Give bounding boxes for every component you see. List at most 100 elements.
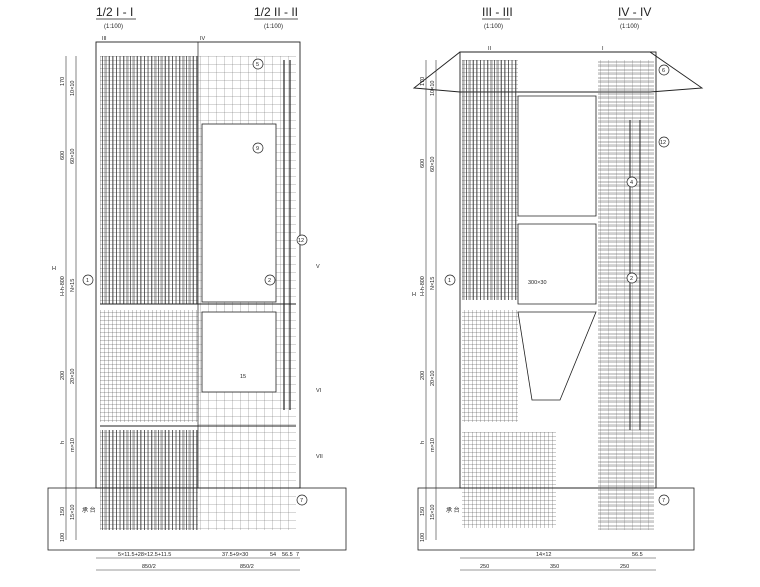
right-dim-bottom-3: 250 [620,564,629,570]
right-marker-1 [444,274,456,286]
right-dim-bottom-2: 350 [550,564,559,570]
right-dim-10x10: 10×10 [430,81,436,96]
left-footing [47,487,347,551]
right-label-h: H [412,292,416,298]
left-scale-right: (1:100) [264,24,283,30]
left-cut-vii: VII [316,454,323,460]
right-marker-6 [658,64,670,76]
left-dim-15x10: 15×10 [70,505,76,520]
left-dim-mx10: m×10 [70,438,76,452]
right-dense-rebar-mid [462,310,518,422]
right-dim-h: h [420,441,426,444]
right-top-cut-right: I [602,46,604,52]
right-title-left: III - III [482,5,513,19]
left-marker-1 [82,274,94,286]
left-dim-bottom-4: 56.5 [282,552,293,558]
right-title-right: IV - IV [618,5,651,19]
left-markers: 1 2 5 9 12 7 [82,58,308,506]
right-cap [412,51,704,93]
right-dim-nx15: N×15 [430,277,436,290]
right-marker-1-label: 1 [448,278,451,284]
right-sheet: III - III (1:100) IV - IV (1:100) 承 台 17… [412,5,704,571]
right-dim-mx10: m×10 [430,438,436,452]
left-sheet: 1/2 I - I (1:100) 1/2 II - II (1:100) 承 … [47,5,347,571]
right-markers: 1 2 4 6 12 7 [444,64,670,506]
right-scale-right: (1:100) [620,24,639,30]
right-dim-170: 170 [420,77,426,86]
left-dim-bottom-2: 37.5+9×30 [222,552,248,558]
right-dim-60x10: 60×10 [430,157,436,172]
left-cut-vi: VI [316,388,322,394]
left-marker-5-label: 5 [256,62,259,68]
left-dim-labels: 170 10×10 600 60×10 H-h-800 N×15 200 20×… [60,77,76,542]
right-dim-hh800: H-h-800 [420,276,426,296]
right-top-cut-left: II [488,46,492,52]
right-chamfer-label: 300×30 [528,280,547,286]
right-hollow-lower [517,311,597,401]
right-dim-bottom-1: 250 [480,564,489,570]
left-marker-12-label: 12 [298,238,304,244]
left-top-cut-left: III [102,36,107,42]
left-title-left: 1/2 I - I [96,5,133,19]
left-dim-bottom-7: 850/2 [240,564,254,570]
right-dim-100: 100 [420,533,426,542]
right-scale-left: (1:100) [484,24,503,30]
left-marker-1-label: 1 [86,278,89,284]
left-marker-7-label: 7 [300,498,303,504]
right-dim-200: 200 [420,371,426,380]
right-dim-labels: 170 10×10 600 60×10 H-h-800 N×15 200 20×… [420,77,436,542]
left-dim-nx15: N×15 [70,279,76,292]
left-dim-hh800: H-h-800 [60,276,66,296]
left-marker-2 [264,274,276,286]
left-dense-rebar-bottom-grid [100,430,198,530]
right-dim-150: 150 [420,507,426,516]
right-marker-2-label: 2 [630,276,633,282]
left-label-15: 15 [240,374,246,380]
right-marker-4-label: 4 [630,180,633,186]
left-label-h: H [52,266,56,272]
right-marker-4 [626,176,638,188]
left-dim-200: 200 [60,371,66,380]
right-hollow-upper [517,95,597,217]
right-dim-600: 600 [420,159,426,168]
left-cut-v: V [316,264,320,270]
left-dim-60x10: 60×10 [70,149,76,164]
left-marker-12 [296,234,308,246]
left-dim-100: 100 [60,533,66,542]
left-scale-left: (1:100) [104,24,123,30]
left-dim-bottom-3: 54 [270,552,276,558]
left-dim-10x10: 10×10 [70,81,76,96]
right-dim-bottom-5: 56.5 [632,552,643,558]
left-hollow-top [201,123,277,303]
left-dim-150: 150 [60,507,66,516]
left-dim-bottom-1: 5×11.5+28×12.5+11.5 [118,552,171,558]
left-dim-bottom-5: 7 [296,552,299,558]
right-marker-6-label: 6 [662,68,665,74]
left-dim-170: 170 [60,77,66,86]
left-marker-5 [252,58,264,70]
right-wall-hbars [598,60,654,530]
left-marker-9-label: 9 [256,146,259,152]
left-dim-bottom-6: 850/2 [142,564,156,570]
left-pier-label: 承 台 [82,506,96,514]
left-marker-7 [296,494,308,506]
right-footing [417,487,695,551]
left-top-cut-right: IV [200,36,206,42]
left-vertical-bars-top [100,56,198,304]
left-hollow-bottom [201,311,277,393]
left-title-right: 1/2 II - II [254,5,298,19]
right-pier-label: 承 台 [446,506,460,514]
left-marker-2-label: 2 [268,278,271,284]
right-dim-20x10: 20×10 [430,371,436,386]
right-hollow-middle [517,223,597,305]
right-marker-7-label: 7 [662,498,665,504]
right-marker-7 [658,494,670,506]
left-dense-rebar-mid [100,310,198,422]
left-dim-h: h [60,441,66,444]
right-marker-12 [658,136,670,148]
left-marker-9 [252,142,264,154]
right-dim-bottom-4: 14×12 [536,552,551,558]
right-marker-2 [626,272,638,284]
right-dim-15x10: 15×10 [430,505,436,520]
